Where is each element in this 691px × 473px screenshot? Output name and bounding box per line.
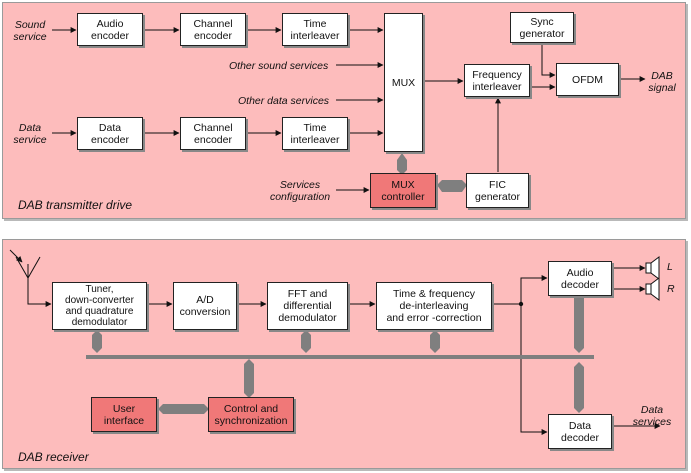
fic-generator-box: FIC generator (466, 173, 529, 208)
ad-conversion-box: A/D conversion (173, 282, 237, 330)
junction-dot (518, 301, 524, 307)
sound-service-label: Sound service (13, 19, 47, 43)
channel-encoder-2-box: Channel encoder (180, 117, 246, 150)
data-decoder-box: Data decoder (548, 414, 612, 449)
audio-decoder-box: Audio decoder (548, 261, 612, 296)
time-interleaver-1-box: Time interleaver (282, 13, 348, 46)
time-freq-box: Time & frequency de-interleaving and err… (376, 282, 492, 330)
wire-sync-ofdm (541, 42, 556, 78)
other-sound-label: Other sound services (229, 60, 329, 72)
wire-antenna-tuner (27, 301, 52, 307)
speaker-right-label: R (667, 283, 675, 295)
speaker-left-label: L (667, 261, 673, 273)
antenna-right (27, 256, 41, 279)
user-interface-box: User interface (91, 397, 157, 432)
receiver-bus (86, 291, 594, 414)
data-encoder-box: Data encoder (77, 117, 143, 150)
transmitter-bus (397, 153, 467, 192)
receiver-title: DAB receiver (18, 450, 89, 464)
antenna-signal (9, 249, 23, 263)
audio-encoder-box: Audio encoder (77, 13, 143, 46)
dab-signal-label: DAB signal (648, 70, 676, 94)
channel-encoder-1-box: Channel encoder (180, 13, 246, 46)
mux-box: MUX (384, 13, 423, 152)
fft-box: FFT and differential demodulator (267, 282, 348, 330)
ofdm-box: OFDM (556, 63, 619, 96)
sync-generator-box: Sync generator (510, 12, 574, 43)
wire-to-data (520, 304, 548, 435)
control-sync-box: Control and synchronization (208, 397, 294, 432)
wire-to-audio (520, 275, 548, 304)
frequency-interleaver-box: Frequency interleaver (464, 64, 530, 97)
data-services-label: Data services (632, 404, 672, 428)
speaker-right-icon (645, 277, 660, 301)
time-interleaver-2-box: Time interleaver (282, 117, 348, 150)
antenna-left (15, 256, 29, 279)
mux-controller-box: MUX controller (370, 173, 436, 208)
other-data-label: Other data services (238, 95, 330, 107)
speaker-left-icon (645, 256, 660, 280)
transmitter-title: DAB transmitter drive (18, 198, 133, 212)
data-service-label: Data service (13, 122, 47, 146)
services-config-label: Services configuration (269, 179, 331, 203)
tuner-box: Tuner, down-converter and quadrature dem… (52, 282, 147, 330)
